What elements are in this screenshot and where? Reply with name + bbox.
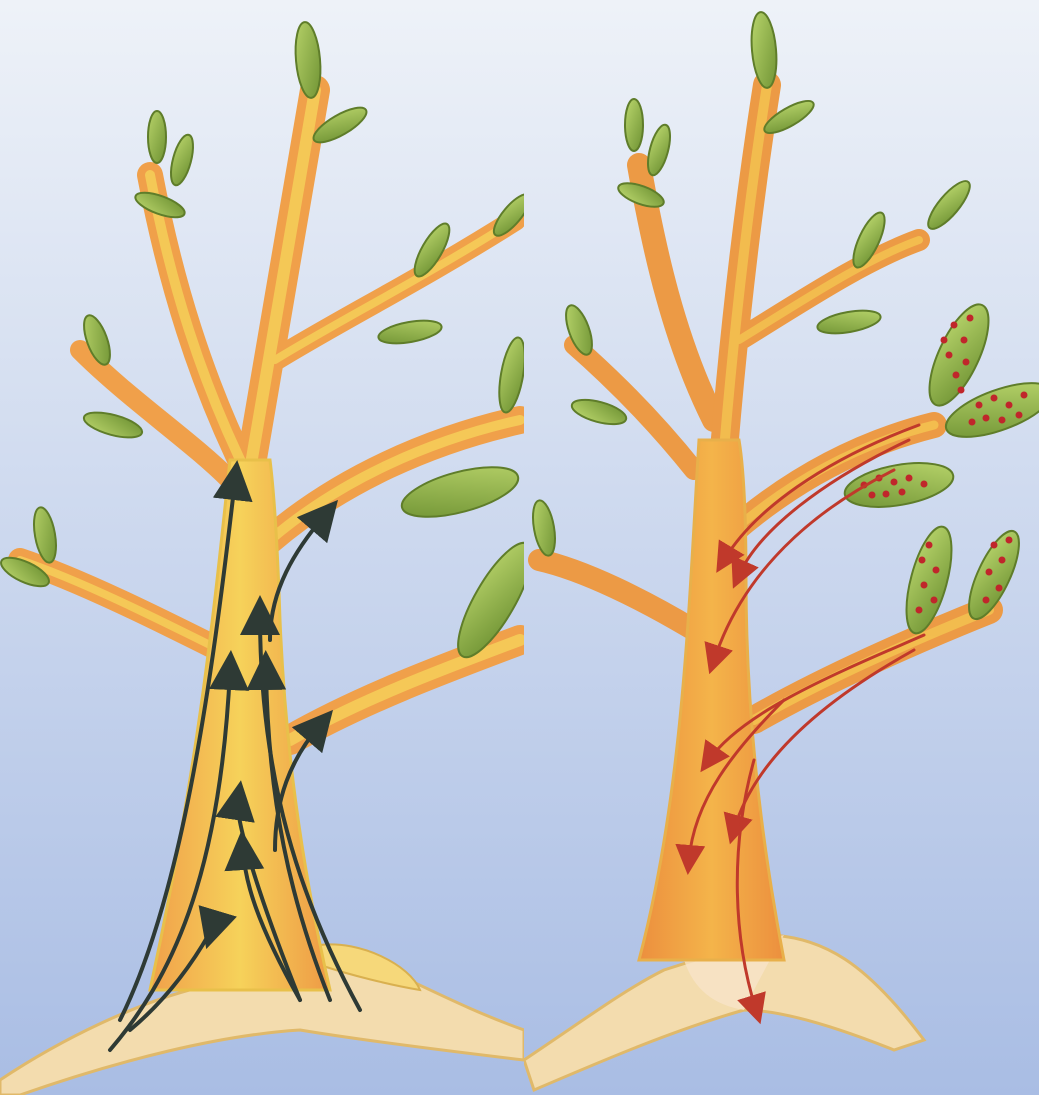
leaf-icon — [148, 111, 166, 163]
panel-upward-transport — [0, 0, 524, 1095]
upward-tree-svg — [0, 0, 524, 1095]
panel-downward-transport — [524, 0, 1039, 1095]
downward-tree-svg — [524, 0, 1039, 1095]
background — [524, 0, 1039, 1095]
leaf-icon — [625, 99, 643, 151]
